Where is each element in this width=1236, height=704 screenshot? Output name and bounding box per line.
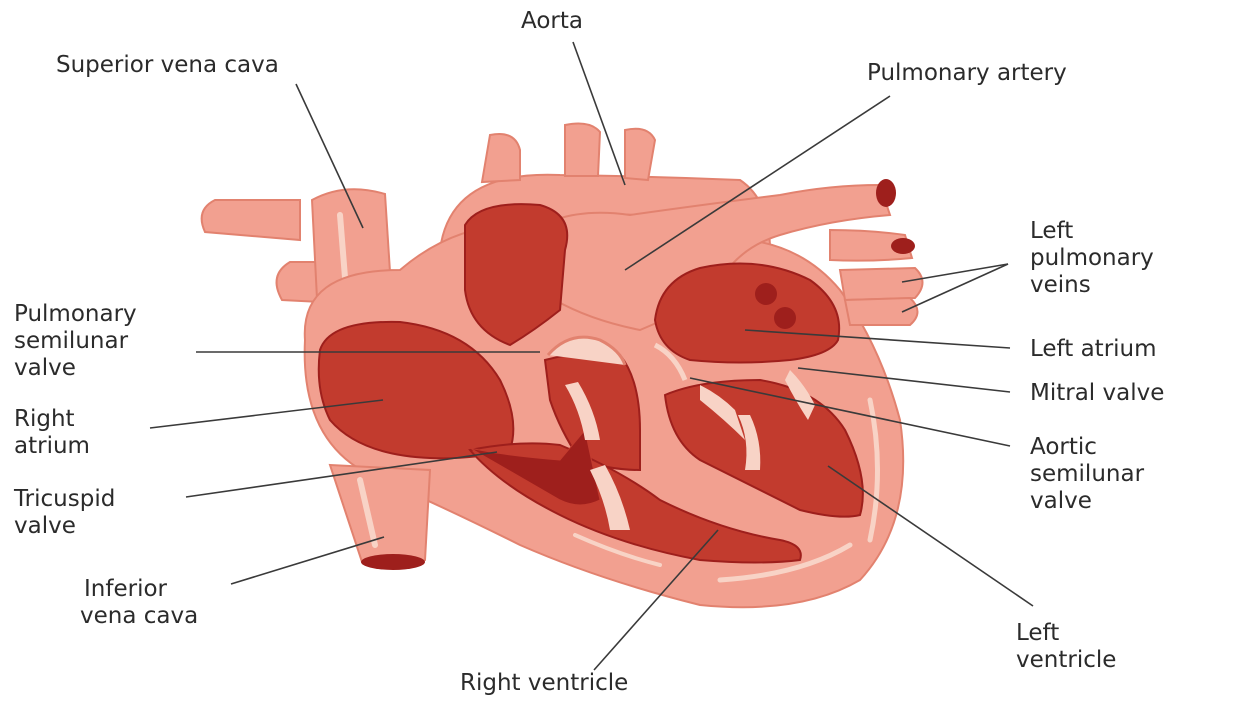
label-left-pulmonary-veins-line1: Left xyxy=(1030,218,1154,245)
label-inferior-vena-cava: Inferior vena cava xyxy=(80,576,198,630)
label-mitral-valve: Mitral valve xyxy=(1030,380,1164,407)
pulmonary-vein-opening-2 xyxy=(774,307,796,329)
label-aorta: Aorta xyxy=(521,8,583,35)
label-left-ventricle: Left ventricle xyxy=(1016,620,1116,674)
label-right-atrium-line1: Right xyxy=(14,406,90,433)
label-pulmonary-artery: Pulmonary artery xyxy=(867,60,1067,87)
label-left-atrium: Left atrium xyxy=(1030,336,1157,363)
label-right-atrium: Right atrium xyxy=(14,406,90,460)
ivc-opening xyxy=(361,554,425,570)
label-right-atrium-line2: atrium xyxy=(14,433,90,460)
label-aortic-semilunar-valve-line3: valve xyxy=(1030,488,1144,515)
label-aortic-semilunar-valve-line2: semilunar xyxy=(1030,461,1144,488)
right-pulmonary-branch-upper xyxy=(202,200,300,240)
pulmonary-artery-opening-lower xyxy=(891,238,915,254)
aorta-branch-3 xyxy=(625,129,655,180)
label-left-ventricle-line1: Left xyxy=(1016,620,1116,647)
label-pulmonary-semilunar-valve-line2: semilunar xyxy=(14,328,137,355)
label-pulmonary-semilunar-valve-line3: valve xyxy=(14,355,137,382)
label-tricuspid-valve-line1: Tricuspid xyxy=(14,486,115,513)
label-pulmonary-semilunar-valve: Pulmonary semilunar valve xyxy=(14,301,137,382)
pulmonary-vein-opening-1 xyxy=(755,283,777,305)
label-right-ventricle: Right ventricle xyxy=(460,670,628,697)
label-pulmonary-semilunar-valve-line1: Pulmonary xyxy=(14,301,137,328)
label-left-pulmonary-veins-line2: pulmonary xyxy=(1030,245,1154,272)
inferior-vena-cava-shape xyxy=(330,465,430,567)
label-inferior-vena-cava-line2: vena cava xyxy=(80,603,198,630)
pulmonary-artery-opening-upper xyxy=(876,179,896,207)
label-left-pulmonary-veins: Left pulmonary veins xyxy=(1030,218,1154,299)
label-aortic-semilunar-valve: Aortic semilunar valve xyxy=(1030,434,1144,515)
right-pulmonary-branch-lower xyxy=(277,262,320,302)
aorta-branch-2 xyxy=(565,124,600,176)
label-tricuspid-valve-line2: valve xyxy=(14,513,115,540)
label-tricuspid-valve: Tricuspid valve xyxy=(14,486,115,540)
label-aortic-semilunar-valve-line1: Aortic xyxy=(1030,434,1144,461)
label-left-pulmonary-veins-line3: veins xyxy=(1030,272,1154,299)
label-left-ventricle-line2: ventricle xyxy=(1016,647,1116,674)
left-pulmonary-vein-upper xyxy=(840,268,923,300)
label-superior-vena-cava: Superior vena cava xyxy=(56,52,279,79)
label-inferior-vena-cava-line1: Inferior xyxy=(80,576,198,603)
aorta-branch-1 xyxy=(482,134,520,182)
left-pulmonary-vein-lower xyxy=(845,298,918,325)
